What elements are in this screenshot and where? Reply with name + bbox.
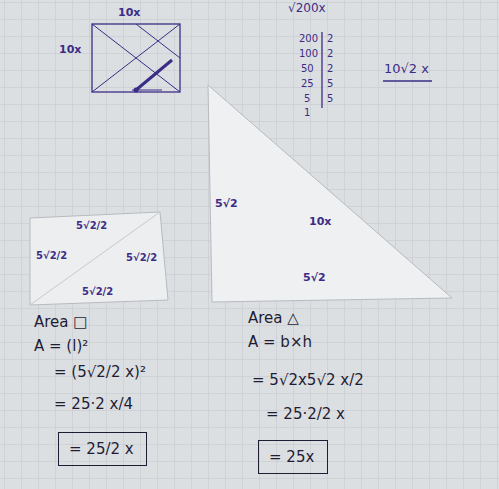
factor-note: 50 [301,63,314,75]
factor-note: 5 [304,93,310,105]
paper-triangle: 5√2 10x 5√2 [205,82,455,304]
sketch-rectangle: 10x10x [92,24,180,92]
factor-note: √200x [288,2,326,16]
area-working: = 5√2x5√2 x/2 [252,372,364,389]
answer-text: = 25/2 x [69,440,134,458]
factor-note: 2 [327,48,333,60]
answer-box: = 25x [258,440,328,474]
side-length: 10x [59,44,81,57]
factor-note: 1 [304,107,310,119]
area-working: = 25·2 x/4 [54,396,133,413]
answer-box: = 25/2 x [58,432,147,466]
factor-divider [321,32,322,108]
side-length: 5√2/2 [36,250,67,262]
side-length: 5√2/2 [126,252,157,264]
underline [383,80,432,81]
answer-text: = 25x [269,448,314,466]
side-length: 5√2 [215,198,238,211]
factor-note: 10√2 x [384,62,429,77]
factor-note: 5 [327,93,333,105]
area-working: = (5√2/2 x)² [54,364,146,381]
factor-note: 200 [299,33,318,45]
factor-note: 25 [301,78,314,90]
area-working: = 25·2/2 x [266,406,345,423]
side-length: 10x [118,7,140,20]
factor-note: 5 [327,78,333,90]
factor-note: 2 [327,33,333,45]
area-working: Area △ [248,310,299,327]
side-length: 5√2 [303,272,326,285]
sketch-outline [92,24,180,92]
factor-note: 100 [299,48,318,60]
area-working: A = b×h [248,334,312,351]
area-working: Area □ [34,314,87,331]
side-length: 5√2/2 [82,286,113,298]
factor-note: 2 [327,63,333,75]
triangle-outline [205,82,455,304]
area-working: A = (l)² [34,338,88,355]
paper-square: 5√2/2 5√2/2 5√2/2 5√2/2 [26,208,172,310]
side-length: 5√2/2 [76,220,107,232]
side-length: 10x [309,216,331,229]
